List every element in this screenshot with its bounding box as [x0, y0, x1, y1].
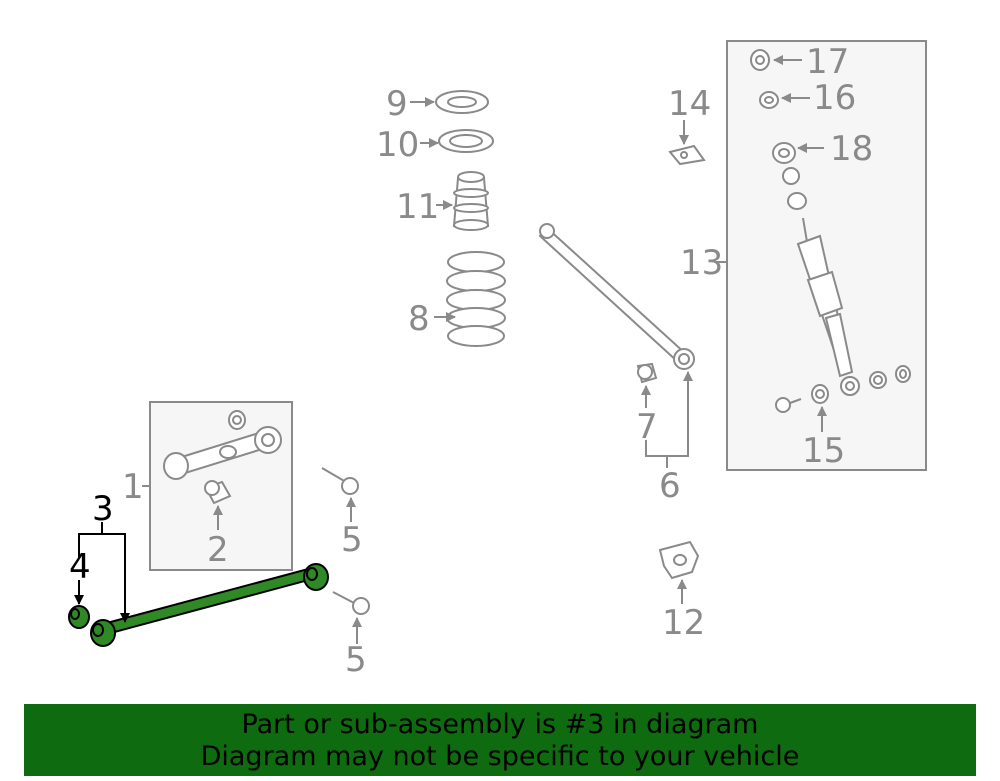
label-3: 3: [92, 489, 114, 529]
banner-line-2: Diagram may not be specific to your vehi…: [200, 741, 800, 772]
label-14: 14: [668, 84, 711, 124]
part-17-nut[interactable]: [750, 49, 770, 71]
part-7-bushing[interactable]: [636, 362, 658, 384]
label-4: 4: [69, 547, 91, 587]
label-18: 18: [830, 129, 873, 169]
label-1: 1: [122, 467, 144, 507]
label-16: 16: [813, 78, 856, 118]
part-15-bolt: [775, 397, 802, 413]
part-18-bushing[interactable]: [772, 142, 796, 164]
part-3-lateral-rod[interactable]: [90, 563, 329, 647]
part-5-bolt-upper[interactable]: [321, 467, 359, 495]
part-6-rod[interactable]: [538, 223, 695, 370]
parts-diagram: 1 2 3 4 5 5 8 9: [68, 40, 927, 680]
label-2: 2: [207, 530, 229, 570]
banner-line-1: Part or sub-assembly is #3 in diagram: [241, 709, 759, 740]
label-7: 7: [636, 407, 658, 447]
shock-washers: [782, 167, 807, 210]
part-16-nut[interactable]: [759, 91, 779, 109]
part-9-spring-seat[interactable]: [435, 90, 489, 114]
label-15: 15: [802, 431, 845, 471]
part-4-bushing[interactable]: [68, 605, 90, 629]
bushing-set-right: [869, 365, 911, 389]
part-14-plate[interactable]: [668, 144, 706, 166]
label-11: 11: [396, 187, 439, 227]
part-8-coil-spring[interactable]: [446, 251, 506, 347]
part-11-bump-stop[interactable]: [452, 171, 490, 231]
info-banner: Part or sub-assembly is #3 in diagram Di…: [24, 704, 976, 776]
label-13: 13: [680, 243, 723, 283]
label-5-lower: 5: [345, 640, 367, 680]
label-8: 8: [408, 299, 430, 339]
label-9: 9: [386, 84, 408, 124]
part-1-control-arm[interactable]: [163, 426, 282, 480]
label-17: 17: [806, 42, 849, 82]
label-10: 10: [376, 125, 419, 165]
label-5-upper: 5: [341, 520, 363, 560]
part-2-bushing[interactable]: [204, 480, 232, 505]
part-5-bolt-lower[interactable]: [332, 591, 370, 615]
part-12-bracket[interactable]: [658, 540, 700, 580]
label-6: 6: [659, 466, 681, 506]
part-15-bushing[interactable]: [811, 384, 829, 404]
part-13-shock-absorber[interactable]: [796, 217, 860, 396]
part-10-insulator[interactable]: [438, 129, 494, 153]
part-1-bushing: [228, 410, 246, 430]
label-12: 12: [662, 603, 705, 643]
